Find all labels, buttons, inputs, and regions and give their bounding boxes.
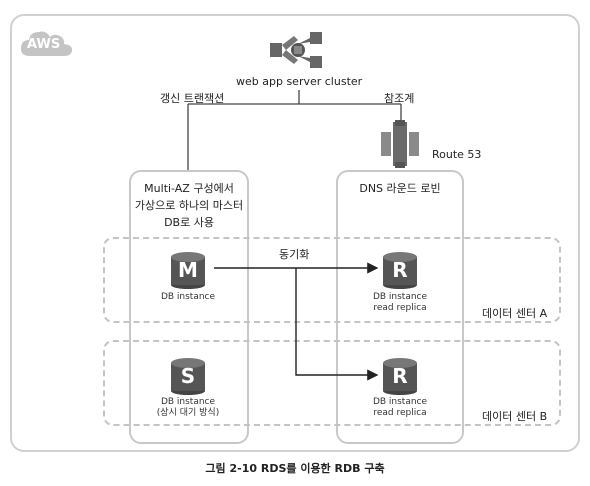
replica-b-db-caption: DB instance read replica [350, 397, 450, 419]
figure-caption: 그림 2-10 RDS를 이용한 RDB 구축 [205, 462, 385, 475]
aws-cloud-frame [10, 14, 580, 452]
sync-label: 동기화 [279, 248, 310, 261]
replica-a-caption-line-2: read replica [373, 303, 427, 313]
datacenter-b-label: 데이터 센터 B [482, 410, 548, 423]
aws-label: AWS [27, 37, 61, 52]
replica-a-db-letter: R [392, 258, 408, 282]
multi-az-description: Multi-AZ 구성에서 가상으로 하나의 마스터 DB로 사용 [129, 180, 249, 231]
standby-db-icon [171, 358, 205, 395]
standby-caption-line-2: (상시 대기 방식) [156, 408, 220, 418]
multi-az-group [129, 170, 249, 444]
multi-az-line-1: Multi-AZ 구성에서 [144, 182, 234, 195]
datacenter-b-box [103, 340, 561, 426]
master-db-icon [171, 252, 205, 289]
replica-a-db-caption: DB instance read replica [350, 292, 450, 314]
route53-icon [381, 120, 419, 168]
multi-az-line-2: 가상으로 하나의 마스터 [134, 199, 244, 212]
route53-label: Route 53 [432, 148, 482, 161]
master-db-caption: DB instance [160, 292, 216, 302]
replica-a-caption-line-1: DB instance [372, 292, 428, 302]
replica-b-caption-line-1: DB instance [372, 397, 428, 407]
sync-arrow-b [295, 268, 379, 381]
replica-b-db-letter: R [392, 364, 408, 388]
standby-caption-line-1: DB instance [160, 397, 216, 407]
reference-label: 참조계 [384, 92, 415, 105]
standby-db-letter: S [180, 364, 196, 388]
replica-b-caption-line-2: read replica [373, 408, 427, 418]
aws-cloud-icon [20, 31, 73, 56]
replica-b-db-icon [383, 358, 417, 395]
master-db-letter: M [178, 258, 198, 282]
multi-az-line-3: DB로 사용 [164, 216, 214, 229]
server-cluster-label: web app server cluster [236, 75, 363, 88]
dns-round-robin-group [336, 170, 464, 444]
server-cluster-icon [270, 32, 322, 68]
replica-a-db-icon [383, 252, 417, 289]
datacenter-a-label: 데이터 센터 A [482, 307, 548, 320]
datacenter-a-box [103, 237, 561, 323]
dns-round-robin-label: DNS 라운드 로빈 [359, 182, 441, 195]
standby-db-caption: DB instance (상시 대기 방식) [138, 397, 238, 419]
update-traffic-label: 갱신 트랜잭션 [160, 92, 225, 105]
